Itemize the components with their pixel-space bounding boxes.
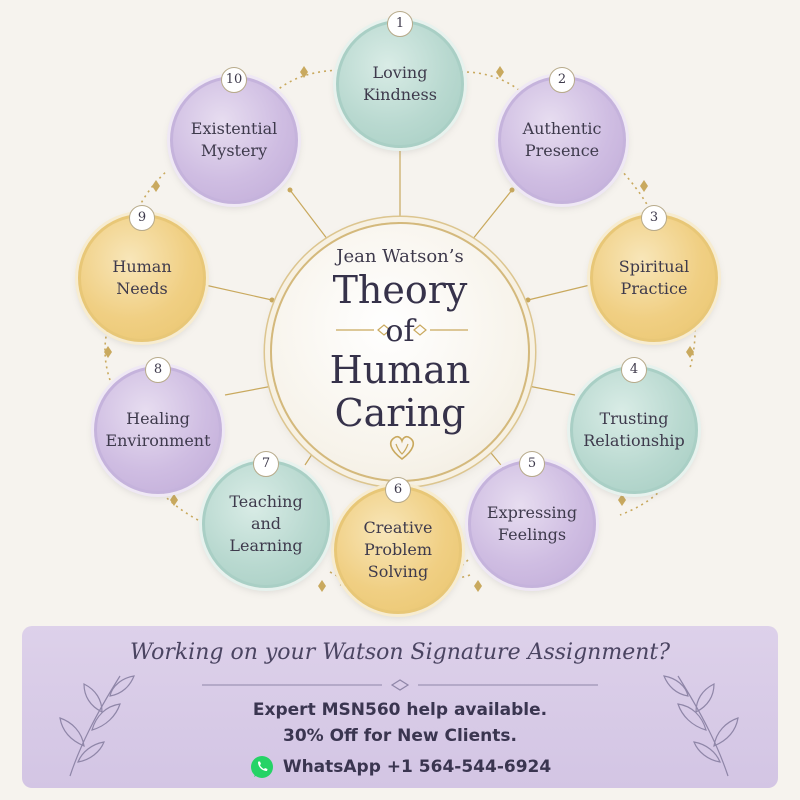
- spokes: [204, 138, 591, 490]
- whatsapp-icon[interactable]: [249, 754, 275, 780]
- factor-node-9: 9 Human Needs: [78, 205, 206, 342]
- factor-label: Trusting Relationship: [583, 409, 685, 450]
- center-title-line4: Caring: [334, 391, 466, 435]
- factor-node-1: 1 Loving Kindness: [336, 11, 464, 148]
- factor-node-5: 5 Expressing Feelings: [468, 451, 596, 588]
- center-title-line3: Human: [329, 348, 471, 392]
- leaf-branch-icon: [663, 675, 739, 777]
- diagram-stage: Jean Watson’s Theory of Human Caring 1 L…: [78, 11, 718, 614]
- heart-icon: [389, 435, 415, 461]
- factor-label: Spiritual Practice: [618, 257, 690, 298]
- center-subtitle: Jean Watson’s: [336, 246, 464, 267]
- leaf-branch-icon: [59, 675, 135, 777]
- factor-number: 1: [387, 11, 413, 37]
- banner-line-help: Expert MSN560 help available.: [252, 700, 548, 720]
- whatsapp-contact[interactable]: WhatsApp +1 564-544-6924: [22, 754, 778, 785]
- factor-number: 6: [385, 477, 411, 503]
- factor-label: Creative Problem Solving: [363, 518, 433, 581]
- factor-number: 8: [145, 357, 171, 383]
- factor-node-7: 7 Teaching and Learning: [202, 451, 330, 588]
- factor-label: Teaching and Learning: [229, 492, 303, 555]
- factor-label: Healing Environment: [105, 409, 211, 450]
- factor-label: Human Needs: [112, 257, 172, 298]
- factor-node-2: 2 Authentic Presence: [498, 67, 626, 204]
- factor-node-10: 10 Existential Mystery: [170, 67, 298, 204]
- banner-headline: Working on your Watson Signature Assignm…: [129, 640, 671, 665]
- factor-node-3: 3 Spiritual Practice: [590, 205, 718, 342]
- factor-number: 9: [129, 205, 155, 231]
- factor-number: 5: [519, 451, 545, 477]
- banner-divider: [202, 679, 598, 691]
- factor-number: 3: [641, 205, 667, 231]
- fleur-ornaments: [104, 66, 694, 592]
- center-title-line2: of: [385, 314, 415, 349]
- whatsapp-number[interactable]: WhatsApp +1 564-544-6924: [282, 757, 552, 777]
- promo-banner: Working on your Watson Signature Assignm…: [22, 626, 778, 788]
- factor-node-6: 6 Creative Problem Solving: [334, 477, 462, 614]
- left-flourish-icon: [336, 324, 391, 336]
- factor-node-4: 4 Trusting Relationship: [570, 357, 698, 494]
- center-title-line1: Theory: [332, 268, 468, 312]
- factor-number: 10: [221, 67, 247, 93]
- factor-label: Authentic Presence: [522, 119, 602, 160]
- banner-line-offer: 30% Off for New Clients.: [283, 726, 517, 746]
- factor-label: Loving Kindness: [363, 63, 437, 104]
- factor-label: Existential Mystery: [190, 119, 278, 160]
- right-flourish-icon: [413, 324, 468, 336]
- central-title-circle: Jean Watson’s Theory of Human Caring: [270, 222, 530, 482]
- factor-number: 7: [253, 451, 279, 477]
- factor-node-8: 8 Healing Environment: [94, 357, 222, 494]
- factor-label: Expressing Feelings: [486, 503, 578, 544]
- factor-number: 2: [549, 67, 575, 93]
- factor-number: 4: [621, 357, 647, 383]
